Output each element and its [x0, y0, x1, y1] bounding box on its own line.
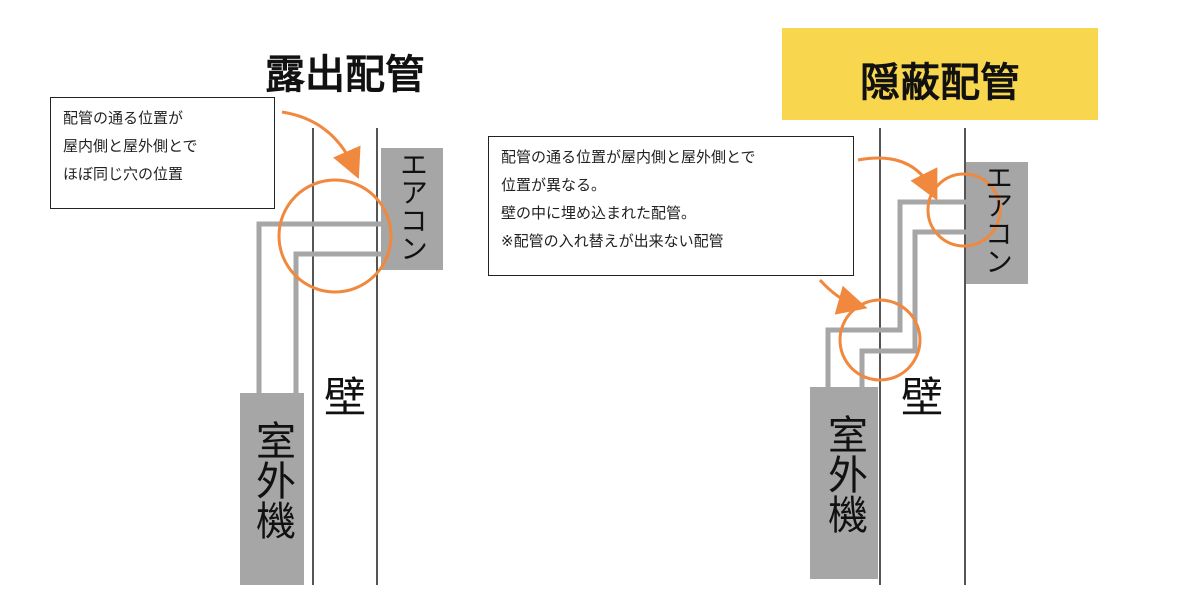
right-note-box: 配管の通る位置が屋内側と屋外側とで 位置が異なる。 壁の中に埋め込まれた配管。 … [488, 136, 854, 276]
right-title: 隠蔽配管 [860, 60, 1020, 106]
right-callout-arrow-upper [857, 156, 938, 201]
left-ac-label: エアコン [392, 150, 432, 262]
left-callout-arrow [281, 110, 361, 179]
right-title-highlight [782, 28, 1098, 120]
right-note-line: 壁の中に埋め込まれた配管。 [501, 204, 697, 222]
right-highlight-circle-lower [838, 298, 922, 382]
right-pipe-inner [859, 229, 966, 387]
right-highlight-circle-upper [926, 172, 1002, 248]
left-wall-label: 壁 [323, 373, 366, 422]
right-note-line: 位置が異なる。 [501, 176, 607, 194]
left-outdoor-unit-label-text: 室外機 [249, 420, 295, 540]
right-callout-arrow-lower [818, 278, 868, 315]
right-ac-label-text: エアコン [981, 163, 1014, 275]
left-outdoor-unit [240, 393, 304, 585]
right-outdoor-unit [810, 387, 878, 579]
left-ac-label-text: エアコン [396, 150, 429, 262]
right-ac-label: エアコン [977, 163, 1017, 275]
left-note-line: 配管の通る位置が [63, 109, 184, 127]
left-pipe-inner [293, 251, 381, 393]
right-outdoor-unit-label-text: 室外機 [821, 414, 867, 534]
left-note-line: 屋内側と屋外側とで [63, 137, 198, 155]
right-note-line: 配管の通る位置が屋内側と屋外側とで [501, 148, 756, 166]
left-pipe-outer [256, 221, 381, 393]
right-outdoor-unit-label: 室外機 [814, 414, 874, 534]
left-note-line: ほぼ同じ穴の位置 [63, 165, 184, 183]
left-indoor-unit [381, 148, 443, 270]
left-outdoor-unit-label: 室外機 [242, 420, 302, 540]
left-title: 露出配管 [265, 52, 425, 98]
right-wall-label: 壁 [900, 373, 943, 422]
left-note-box: 配管の通る位置が 屋内側と屋外側とで ほぼ同じ穴の位置 [50, 97, 275, 209]
right-note-line: ※配管の入れ替えが出来ない配管 [501, 232, 724, 250]
left-highlight-circle [277, 178, 393, 294]
right-pipe-outer [825, 199, 966, 387]
